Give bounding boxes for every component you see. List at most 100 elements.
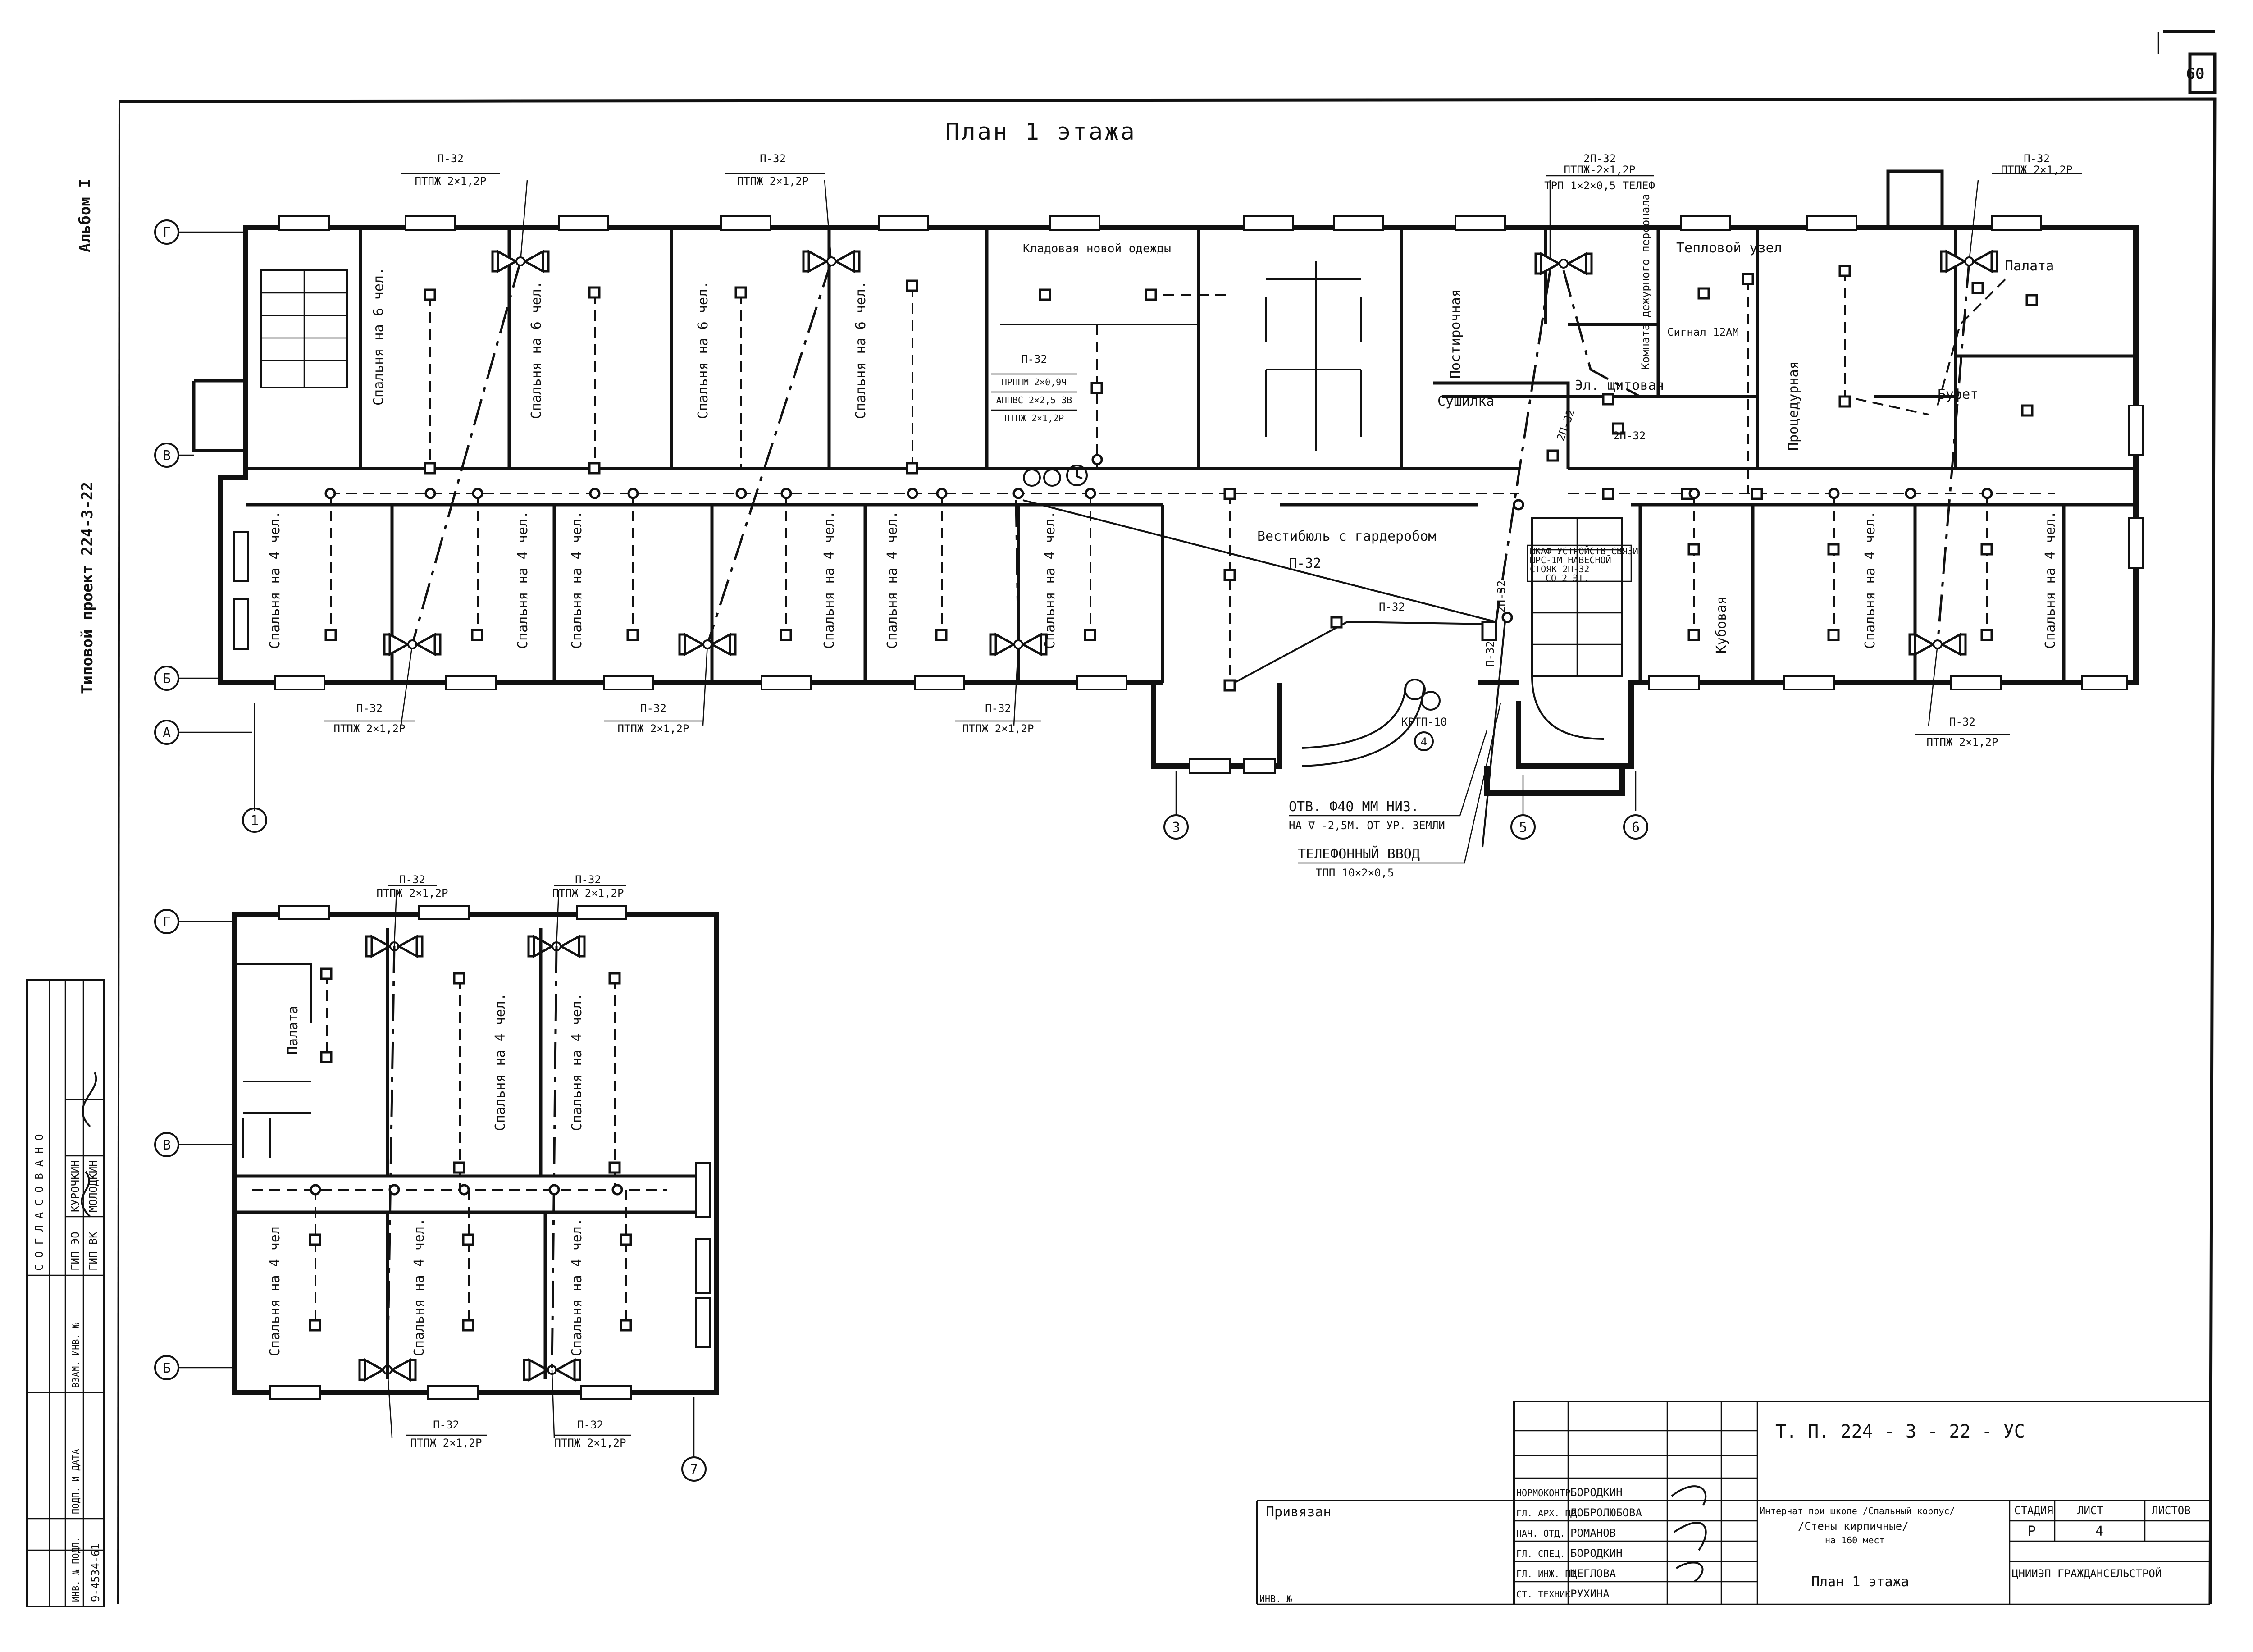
otv-label-1: ОТВ. Ф40 ММ НИЗ. bbox=[1289, 799, 1419, 815]
cable-p32-riser: П-32 bbox=[1484, 641, 1496, 667]
cable-p32-e: П-32 bbox=[640, 702, 666, 715]
sub-cable-ptpzh-d: ПТПЖ 2×1,2Р bbox=[555, 1437, 626, 1449]
stamp-project-2: /Стены кирпичные/ bbox=[1798, 1520, 1909, 1533]
stamp-project-1: Интернат при школе /Спальный корпус/ bbox=[1760, 1506, 1955, 1516]
sheet-number: 60 bbox=[2186, 65, 2205, 83]
stamp-name-5: РУХИНА bbox=[1570, 1588, 1610, 1600]
cable-p32-d: П-32 bbox=[356, 702, 383, 715]
main-windows bbox=[233, 215, 2144, 774]
cable-ptpzh-e: ПТПЖ 2×1,2Р bbox=[618, 722, 689, 735]
cable-p32-vestib: П-32 bbox=[1289, 556, 1321, 571]
axis-a-main: А bbox=[163, 725, 171, 741]
sub-cable-ptpzh-a: ПТПЖ 2×1,2Р bbox=[377, 887, 448, 899]
sub-cable-p32-d: П-32 bbox=[577, 1419, 603, 1431]
speaker-icon bbox=[678, 632, 737, 657]
shkaf-label-4: СО 2 ЭТ. bbox=[1546, 573, 1589, 584]
cable-p32-c: П-32 bbox=[2024, 152, 2050, 165]
cable-klad-2: АППВС 2×2,5 ЗВ bbox=[996, 395, 1072, 406]
sub-cable-p32-c: П-32 bbox=[433, 1419, 459, 1431]
main-cable-labels bbox=[324, 173, 2082, 735]
axis-g-main: Г bbox=[163, 225, 171, 241]
stamp-name-1: ДОБРОЛЮБОВА bbox=[1570, 1506, 1642, 1519]
axis-b-sub: Б bbox=[163, 1360, 171, 1376]
axis-v-sub: В bbox=[163, 1137, 171, 1153]
cable-p32-f: П-32 bbox=[985, 702, 1011, 715]
cable-2p32-diag: 2П-32 bbox=[1554, 408, 1577, 443]
agreed-row-2: ГИП ВК bbox=[87, 1232, 100, 1271]
sub-room-spal4-2: Спальня на 4 чел. bbox=[569, 993, 585, 1131]
krtp-number: 4 bbox=[1421, 735, 1427, 748]
main-nodes bbox=[324, 454, 1993, 623]
side-labels: Альбом I Типовой проект 224-3-22 bbox=[76, 178, 96, 694]
stamp-name-2: РОМАНОВ bbox=[1570, 1527, 1616, 1539]
cable-ptpzh-f: ПТПЖ 2×1,2Р bbox=[962, 722, 1034, 735]
cable-klad-3: ПТПЖ 2×1,2Р bbox=[1004, 413, 1064, 424]
room-spal6-2: Спальня на 6 чел. bbox=[529, 281, 544, 419]
shkaf-label-1: ШКАФ УСТРОЙСТВ СВЯЗИ bbox=[1530, 546, 1638, 557]
sub-cable-ptpzh-b: ПТПЖ 2×1,2Р bbox=[552, 887, 624, 899]
stamp-sheet: 4 bbox=[2095, 1524, 2103, 1539]
corridor-network bbox=[329, 493, 2055, 623]
shkaf-label-2: ШРС-1М НАВЕСНОЙ bbox=[1530, 555, 1611, 566]
room-klad: Кладовая новой одежды bbox=[1023, 242, 1171, 256]
shkaf-label-3: СТОЯК 2П-32 bbox=[1530, 564, 1589, 575]
sheet-frame bbox=[117, 30, 2217, 1605]
axis-7-sub: 7 bbox=[690, 1462, 698, 1478]
room-spal4-3: Спальня на 4 чел. bbox=[569, 511, 585, 649]
cable-p32-klad: П-32 bbox=[1021, 353, 1047, 365]
cable-tel-top: ТРП 1×2×0,5 ТЕЛЕФ bbox=[1544, 179, 1655, 192]
cable-ptpzh-d: ПТПЖ 2×1,2Р bbox=[334, 722, 406, 735]
sub-cable-p32-a: П-32 bbox=[399, 873, 425, 886]
room-spal4-4: Спальня на 4 чел. bbox=[821, 511, 837, 649]
room-vestib: Вестибюль с гардеробом bbox=[1257, 529, 1436, 544]
speaker-symbols bbox=[358, 249, 1998, 1382]
axis-g-sub: Г bbox=[163, 914, 171, 930]
room-spal4-7: Спальня на 4 чел. bbox=[1862, 511, 1878, 649]
cable-klad-1: ПРППМ 2×0,9Ч bbox=[1002, 377, 1067, 388]
room-spal6-3: Спальня на 6 чел. bbox=[695, 281, 711, 419]
sub-wiring bbox=[252, 885, 667, 1438]
approval-block: С О Г Л А С О В А Н О ГИП ЭО ГИП ВК КУРО… bbox=[26, 979, 105, 1607]
doc-number: 9-4534-61 bbox=[89, 1543, 102, 1602]
room-spal6-4: Спальня на 6 чел. bbox=[853, 281, 869, 419]
axis-1-main: 1 bbox=[251, 813, 259, 829]
room-spal4-1: Спальня на 4 чел. bbox=[267, 511, 283, 649]
stamp-role-4: ГЛ. ИНЖ. ПР bbox=[1516, 1569, 1576, 1579]
page-title: План 1 этажа bbox=[945, 119, 1136, 146]
project-label: Типовой проект 224-3-22 bbox=[78, 482, 96, 694]
axis-6-main: 6 bbox=[1632, 820, 1640, 835]
stamp-role-2: НАЧ. ОТД. bbox=[1516, 1528, 1565, 1539]
main-junction-boxes bbox=[324, 265, 2038, 692]
stamp-name-3: БОРОДКИН bbox=[1570, 1547, 1623, 1560]
stamp-code: Т. П. 224 - 3 - 22 - УС bbox=[1775, 1421, 2025, 1442]
cable-ptpzh-g: ПТПЖ 2×1,2Р bbox=[1927, 736, 1998, 748]
sign-date-label: ПОДП. И ДАТА bbox=[70, 1449, 81, 1515]
speaker-icon bbox=[383, 632, 442, 657]
inv-orig-label: ИНВ. № ПОДЛ. bbox=[70, 1537, 81, 1602]
stamp-role-1: ГЛ. АРХ. ПР bbox=[1516, 1508, 1576, 1519]
speaker-icon bbox=[527, 934, 586, 958]
cable-2p32-top: 2П-32 bbox=[1583, 152, 1616, 165]
stamp-project-3: на 160 мест bbox=[1825, 1535, 1884, 1546]
stamp-role-5: СТ. ТЕХНИК bbox=[1516, 1589, 1570, 1600]
stamp-name-0: БОРОДКИН bbox=[1570, 1486, 1623, 1499]
room-spal4-5: Спальня на 4 чел. bbox=[885, 511, 900, 649]
axis-5-main: 5 bbox=[1519, 820, 1527, 835]
sub-cable-p32-b: П-32 bbox=[575, 873, 601, 886]
sub-room-palata: Палата bbox=[285, 1006, 301, 1054]
sub-axes bbox=[154, 909, 707, 1482]
speaker-icon bbox=[491, 249, 550, 274]
stamp-name-4: ЩЕГЛОВА bbox=[1570, 1567, 1616, 1580]
stamp-stage-h: СТАДИЯ bbox=[2014, 1504, 2053, 1517]
axis-3-main: 3 bbox=[1172, 820, 1180, 835]
room-spal4-2: Спальня на 4 чел. bbox=[515, 511, 531, 649]
stamp-stage: Р bbox=[2028, 1524, 2036, 1539]
stamp-role-0: НОРМОКОНТР bbox=[1516, 1488, 1570, 1498]
bell-symbols bbox=[1023, 465, 1088, 487]
room-proc: Процедурная bbox=[1786, 361, 1801, 451]
room-spal4-6: Спальня на 4 чел. bbox=[1042, 511, 1058, 649]
tel-input-label-1: ТЕЛЕФОННЫЙ ВВОД bbox=[1298, 846, 1420, 862]
room-sush: Сушилка bbox=[1437, 393, 1494, 409]
main-axes bbox=[154, 219, 1648, 840]
